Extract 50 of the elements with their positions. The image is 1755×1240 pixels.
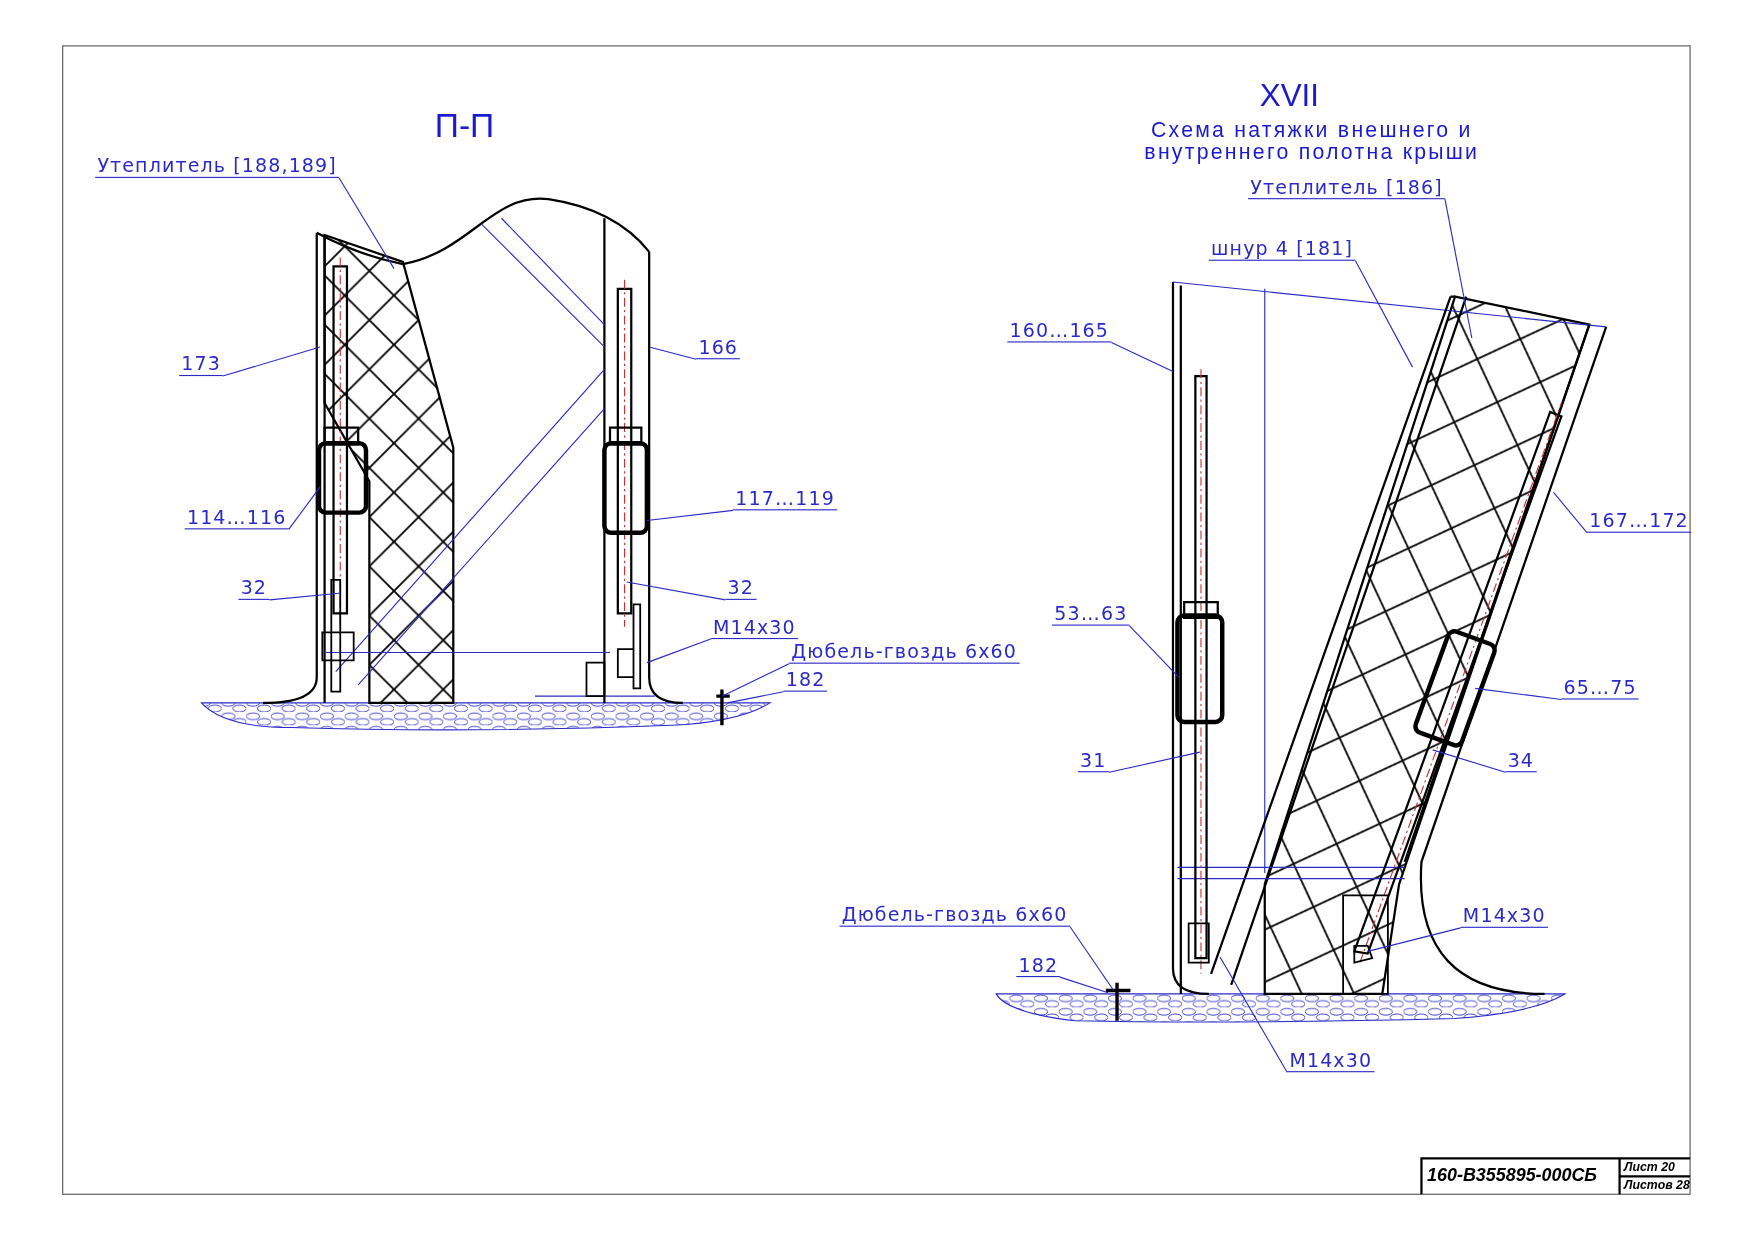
callout-label: М14х30: [710, 615, 799, 640]
callout-label: М14х30: [1287, 1048, 1375, 1073]
leader-line: [338, 177, 395, 270]
leader-line: [626, 581, 726, 601]
view-caption: Схема натяжки внешнего и внутреннего полотна крыши: [1143, 118, 1481, 164]
callout-label: 167…172: [1587, 509, 1692, 533]
leader-line: [1474, 687, 1562, 701]
leader-line: [648, 346, 697, 360]
callout-label: 31: [1077, 748, 1109, 773]
leader-line: [1552, 491, 1588, 534]
callout-label: 160…165: [1007, 319, 1112, 343]
callout-label: 32: [725, 576, 757, 600]
leader-line: [1110, 341, 1174, 373]
leader-line: [1219, 956, 1288, 1073]
callout-label: шнур 4 [181]: [1208, 237, 1356, 261]
callout-label: 53…63: [1052, 602, 1130, 626]
callout-label: 166: [696, 335, 741, 360]
callout-label: М14х30: [1460, 904, 1548, 928]
callout-label: Дюбель-гвоздь 6х60: [839, 903, 1070, 927]
callout-label: 65…75: [1561, 676, 1639, 700]
leader-line: [1069, 926, 1115, 992]
callout-label: Утеплитель [188,189]: [95, 154, 340, 178]
callout-label: 182: [1016, 953, 1061, 978]
leader-line: [222, 346, 321, 377]
view-heading: XVII: [1258, 78, 1320, 115]
leader-line: [721, 663, 790, 697]
sheet-number: Лист 20: [1624, 1159, 1675, 1175]
leader-line: [726, 691, 785, 704]
callout-label: 182: [783, 668, 828, 692]
leader-line: [1444, 198, 1473, 339]
leader-line: [269, 592, 340, 601]
callout-label: 114…116: [184, 505, 289, 530]
leader-line: [1128, 625, 1180, 678]
callout-label: 34: [1505, 748, 1537, 773]
section-heading: П-П: [433, 106, 496, 145]
callout-label: 117…119: [733, 486, 838, 511]
leader-line: [1432, 749, 1506, 773]
leader-line: [646, 638, 712, 664]
sheet-count: Листов 28: [1624, 1177, 1690, 1192]
leader-line: [1367, 927, 1462, 952]
leader-line: [646, 509, 734, 521]
callout-label: 173: [179, 352, 224, 377]
callout-label: Утеплитель [186]: [1247, 175, 1446, 200]
drawing-number: 160-В355895-000СБ: [1427, 1165, 1598, 1186]
leader-line: [1108, 751, 1201, 773]
callout-label: 32: [238, 576, 270, 600]
leader-line: [288, 486, 321, 530]
leader-line: [1059, 976, 1109, 994]
leader-line: [1354, 260, 1414, 368]
callout-label: Дюбель-гвоздь 6х60: [789, 640, 1020, 664]
